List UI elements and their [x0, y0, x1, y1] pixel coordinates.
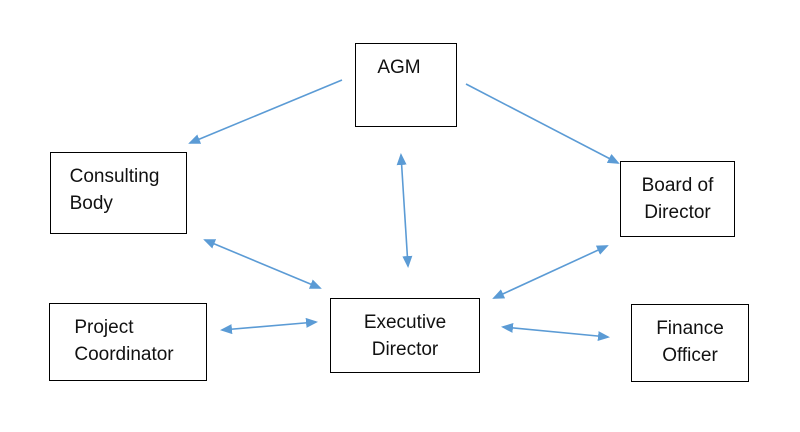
arrow-agm-to-board-of-director	[465, 83, 620, 164]
node-consulting-body: Consulting Body	[50, 152, 187, 234]
node-board-of-director: Board of Director	[620, 161, 735, 237]
node-project-coordinator: Project Coordinator	[49, 303, 207, 381]
node-project-coordinator-label: Project Coordinator	[74, 317, 174, 365]
node-finance-officer: Finance Officer	[631, 304, 749, 382]
node-board-of-director-label: Board of Director	[641, 175, 714, 223]
node-consulting-body-label: Consulting Body	[69, 166, 160, 214]
node-finance-officer-label: Finance Officer	[656, 318, 724, 366]
arrow-agm-to-consulting-body	[188, 79, 343, 144]
node-executive-director: Executive Director	[330, 298, 480, 373]
node-agm: AGM	[355, 43, 457, 127]
node-agm-label: AGM	[377, 57, 421, 78]
arrow-project-coordinator-executive-director	[220, 317, 318, 335]
arrow-agm-executive-director	[396, 153, 413, 268]
arrow-consulting-body-executive-director	[203, 239, 322, 289]
arrow-executive-director-finance-officer	[501, 322, 610, 342]
arrow-board-of-director-executive-director	[492, 245, 609, 299]
node-executive-director-label: Executive Director	[363, 312, 447, 360]
